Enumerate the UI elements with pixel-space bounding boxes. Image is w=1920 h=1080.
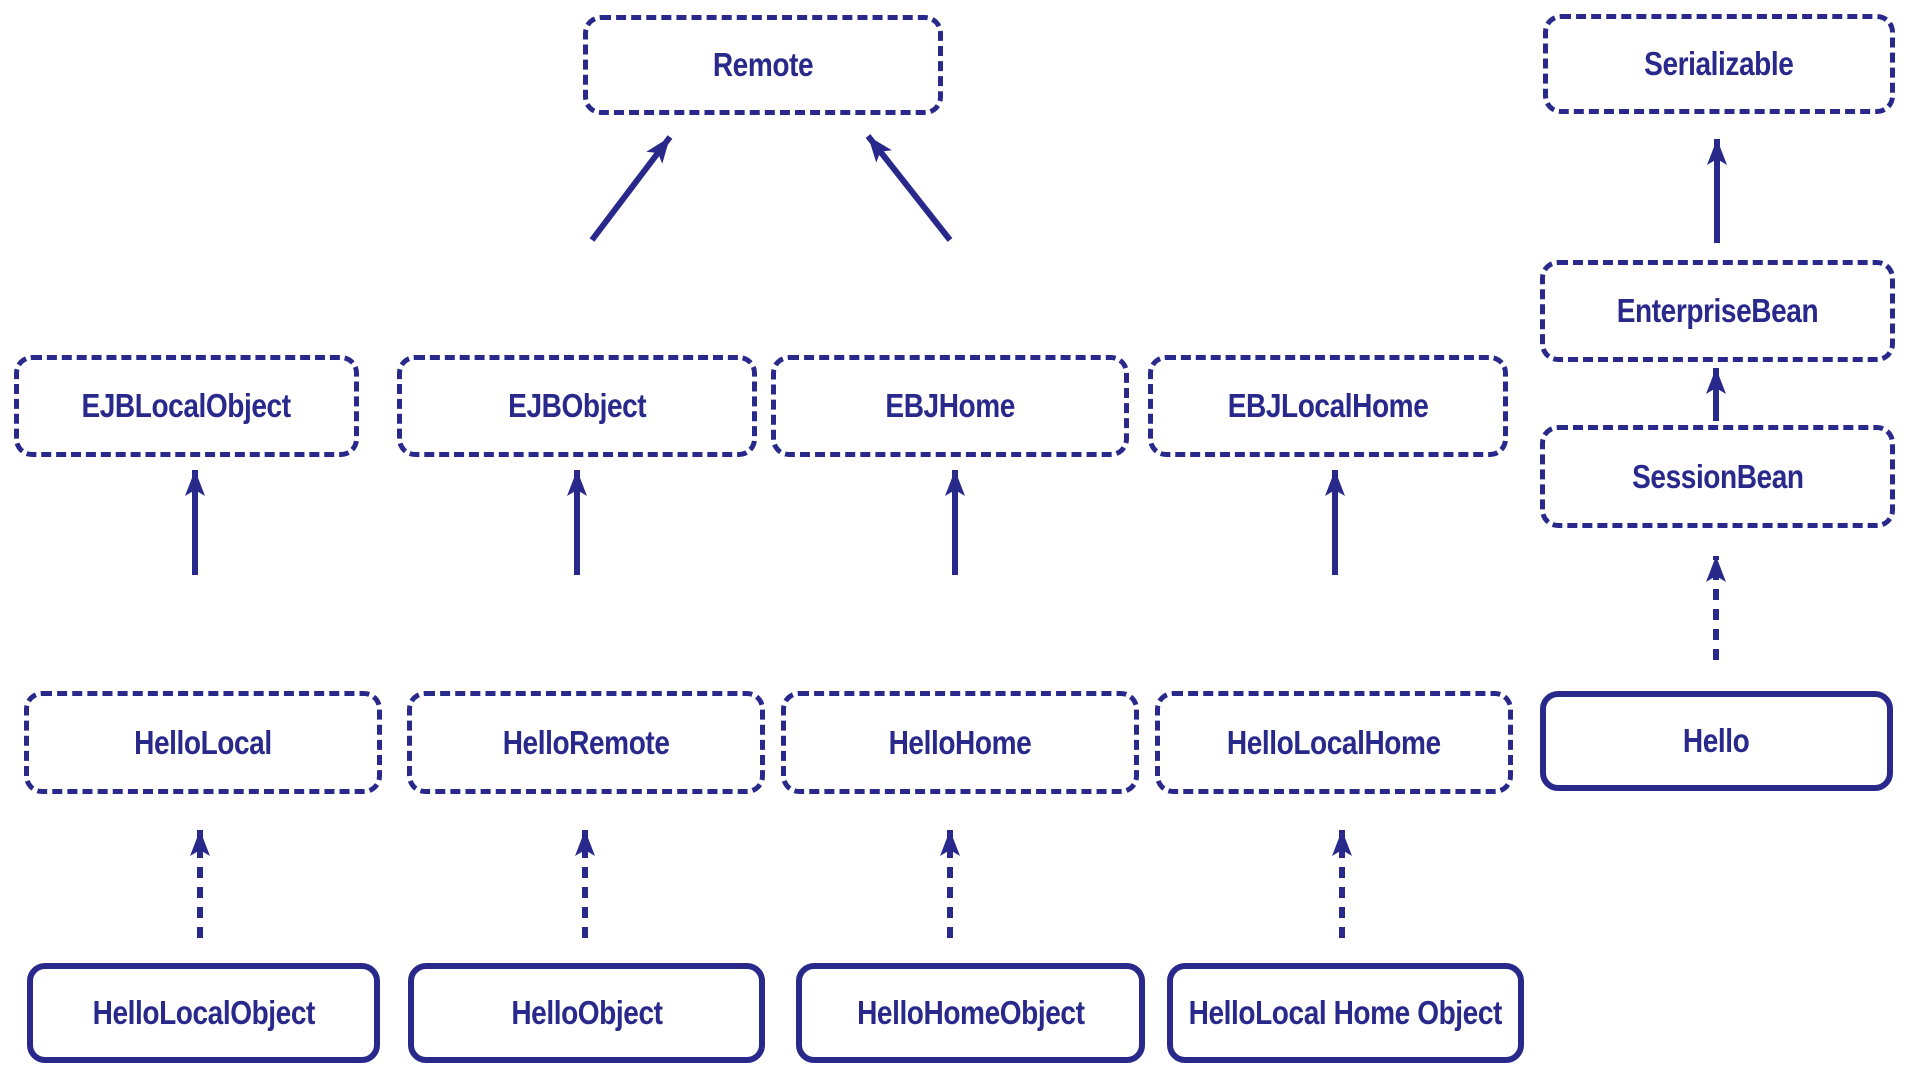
- node-helloobject: HelloObject: [408, 963, 765, 1063]
- node-helloremote-label: HelloRemote: [502, 723, 670, 761]
- node-helloobject-label: HelloObject: [510, 994, 663, 1031]
- node-hellolocalhome: HelloLocalHome: [1155, 691, 1513, 794]
- node-ebjhome-label: EBJHome: [885, 387, 1015, 424]
- node-ejbobject-label: EJBObject: [507, 387, 647, 424]
- node-sessionbean: SessionBean: [1540, 425, 1895, 528]
- node-remote: Remote: [583, 15, 943, 115]
- node-hellolocalobject-label: HelloLocalObject: [92, 994, 315, 1031]
- node-hellolocalobject: HelloLocalObject: [27, 963, 380, 1063]
- node-serializable: Serializable: [1543, 14, 1895, 114]
- node-hellohomeobject: HelloHomeObject: [796, 963, 1145, 1063]
- node-remote-label: Remote: [712, 46, 814, 83]
- node-hello-label: Hello: [1683, 722, 1750, 759]
- node-ebjlocalhome: EBJLocalHome: [1148, 355, 1508, 457]
- node-enterprisebean-label: EnterpriseBean: [1616, 292, 1819, 329]
- node-helloremote: HelloRemote: [407, 691, 765, 794]
- node-hellohome: HelloHome: [781, 691, 1139, 794]
- node-ejblocalobject: EJBLocalObject: [14, 355, 359, 457]
- node-ejblocalobject-label: EJBLocalObject: [81, 387, 292, 424]
- node-hellolocal: HelloLocal: [24, 691, 382, 794]
- node-hellohomeobject-label: HelloHomeObject: [856, 994, 1085, 1031]
- arrow-ebjhome-to-remote: [865, 134, 953, 242]
- arrow-ejbobject-to-remote: [589, 135, 673, 242]
- node-serializable-label: Serializable: [1644, 45, 1794, 82]
- node-hellolocal-label: HelloLocal: [134, 723, 272, 761]
- node-ebjhome: EBJHome: [771, 355, 1129, 457]
- node-hello: Hello: [1540, 691, 1893, 791]
- node-hellolocalhomeobject-label: HelloLocal Home Object: [1188, 994, 1503, 1031]
- node-hellolocalhome-label: HelloLocalHome: [1227, 723, 1441, 761]
- node-hellolocalhomeobject: HelloLocal Home Object: [1167, 963, 1524, 1063]
- node-ejbobject: EJBObject: [397, 355, 757, 457]
- node-hellohome-label: HelloHome: [888, 723, 1032, 761]
- node-sessionbean-label: SessionBean: [1631, 457, 1804, 495]
- node-enterprisebean: EnterpriseBean: [1540, 260, 1895, 362]
- node-ebjlocalhome-label: EBJLocalHome: [1227, 387, 1429, 424]
